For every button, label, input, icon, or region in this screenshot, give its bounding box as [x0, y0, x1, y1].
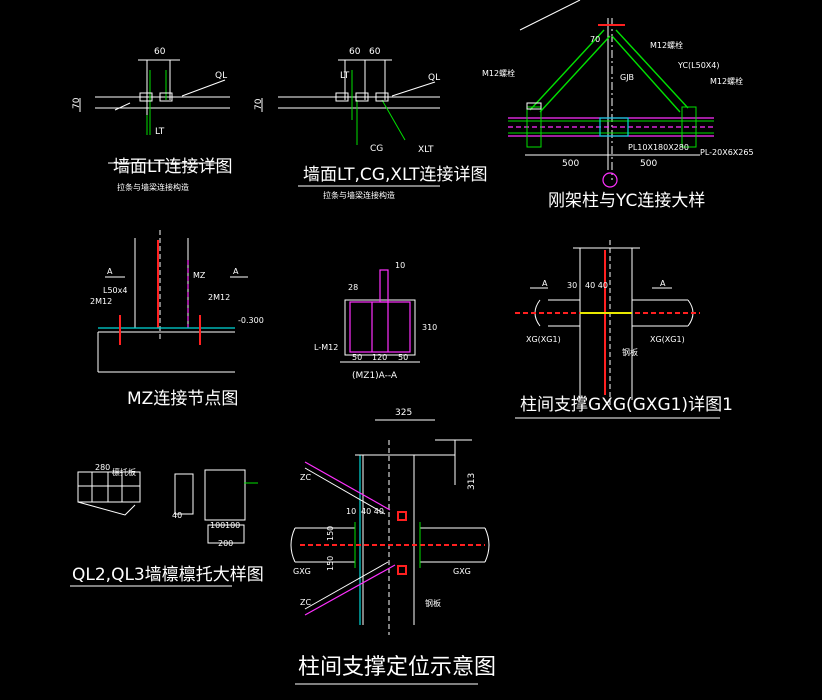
label-lt: LT: [155, 127, 165, 137]
dim-50-b: 50: [398, 353, 408, 362]
title-wall-lt-cg-xlt: 墙面LT,CG,XLT连接详图: [303, 165, 488, 185]
label-gxg-right: GXG: [453, 567, 471, 576]
dim-70: 70: [590, 35, 600, 44]
label-m12-1: M12螺栓: [650, 40, 683, 50]
dim-120: 120: [372, 353, 387, 362]
label-l-m12: L-M12: [314, 343, 338, 352]
title-gxg-detail: 柱间支撑GXG(GXG1)详图1: [520, 395, 733, 415]
label-gjb: GJB: [620, 73, 634, 82]
title-mz1-section: (MZ1)A--A: [352, 371, 398, 381]
dim-70-b: 70: [254, 98, 264, 110]
dim-60: 60: [154, 47, 166, 57]
mz-node-detail: A A MZ L50x4 2M12 2M12 -0.300 MZ连接节点图: [90, 230, 264, 409]
dim-100-b: 100: [225, 521, 240, 530]
label-yc: YC(L50X4): [677, 61, 719, 70]
ql-bracket-detail: 280 100 100 200 40 檩托板 QL2,QL3墙檩檩托大样图: [70, 463, 264, 587]
gxg-detail: A A 40 40 30 XG(XG1) XG(XG1) 钢板 柱间支撑GXG(…: [515, 240, 733, 419]
label-m12-2: M12螺栓: [482, 68, 515, 78]
title-bracing-position: 柱间支撑定位示意图: [298, 655, 496, 680]
title-frame-yc: 刚架柱与YC连接大样: [548, 191, 705, 211]
label-angle: L50x4: [103, 286, 127, 295]
label-gxg-left: GXG: [293, 567, 311, 576]
mz1-section: 28 10 50 120 50 310 L-M12 (MZ1)A--A: [314, 261, 437, 381]
section-mark-a-4: A: [660, 279, 666, 288]
dim-10: 10: [395, 261, 405, 270]
dim-60-left: 60: [349, 47, 361, 57]
label-plate-a: PL10X180X280: [628, 143, 689, 152]
dim-40: 40: [172, 511, 182, 520]
dim-313: 313: [467, 473, 477, 490]
label-bracket-plate: 檩托板: [112, 467, 136, 477]
dim-500-left: 500: [562, 159, 579, 169]
label-anchor-2: 2M12: [208, 293, 230, 302]
note-wall-lt-cg: 拉条与墙梁连接构造: [323, 190, 395, 200]
label-xg-right: XG(XG1): [650, 335, 685, 344]
dim-325: 325: [395, 408, 412, 418]
label-bar-2: 钢板: [425, 598, 441, 608]
title-ql-bracket: QL2,QL3墙檩檩托大样图: [72, 565, 264, 585]
label-m12-3: M12螺栓: [710, 76, 743, 86]
note-wall-lt: 拉条与墙梁连接构造: [117, 182, 189, 192]
section-mark-a-2: A: [233, 267, 239, 276]
dim-150: 150: [326, 526, 335, 541]
dim-50: 50: [352, 353, 362, 362]
label-bar: 钢板: [622, 347, 638, 357]
bracing-position-detail: 325 313 10 40 40 150 150 ZC ZC GXG GXG 钢…: [290, 408, 496, 685]
wall-lt-cg-xlt-detail: 60 60 LT QL CG XLT 70 墙面LT,CG,XLT连接详图 拉条…: [254, 47, 488, 200]
label-anchor: 2M12: [90, 297, 112, 306]
wall-lt-detail: 60 LT QL 70 墙面LT连接详图 拉条与墙梁连接构造: [72, 47, 233, 192]
dim-70: 70: [72, 97, 82, 109]
dim-500-right: 500: [640, 159, 657, 169]
label-xg-left: XG(XG1): [526, 335, 561, 344]
label-xlt: XLT: [418, 145, 434, 155]
section-mark-a-3: A: [542, 279, 548, 288]
section-mark-a: A: [107, 267, 113, 276]
label-level: -0.300: [238, 316, 264, 325]
dim-150-b: 150: [326, 556, 335, 571]
title-mz-node: MZ连接节点图: [127, 389, 238, 409]
frame-yc-detail: 70 GJB YC(L50X4) M12螺栓 M12螺栓 M12螺栓 PL10X…: [482, 0, 754, 211]
label-ql-2: QL: [428, 73, 440, 83]
label-plate-b: PL-20X6X265: [700, 148, 754, 157]
dim-40-40: 40 40: [585, 281, 608, 290]
dim-310: 310: [422, 323, 437, 332]
dim-100-a: 100: [210, 521, 225, 530]
label-lt-2: LT: [340, 71, 350, 81]
label-ql: QL: [215, 71, 227, 81]
dim-60-right: 60: [369, 47, 381, 57]
label-zc-top: ZC: [300, 473, 311, 482]
dim-200: 200: [218, 539, 233, 548]
title-wall-lt: 墙面LT连接详图: [113, 157, 233, 177]
label-cg: CG: [370, 144, 383, 154]
label-mz: MZ: [193, 271, 206, 280]
dim-28: 28: [348, 283, 358, 292]
label-zc-bottom: ZC: [300, 598, 311, 607]
dim-30: 30: [567, 281, 577, 290]
dim-40-40-b: 40 40: [361, 507, 384, 516]
dim-280: 280: [95, 463, 110, 472]
dim-10-b: 10: [346, 507, 356, 516]
